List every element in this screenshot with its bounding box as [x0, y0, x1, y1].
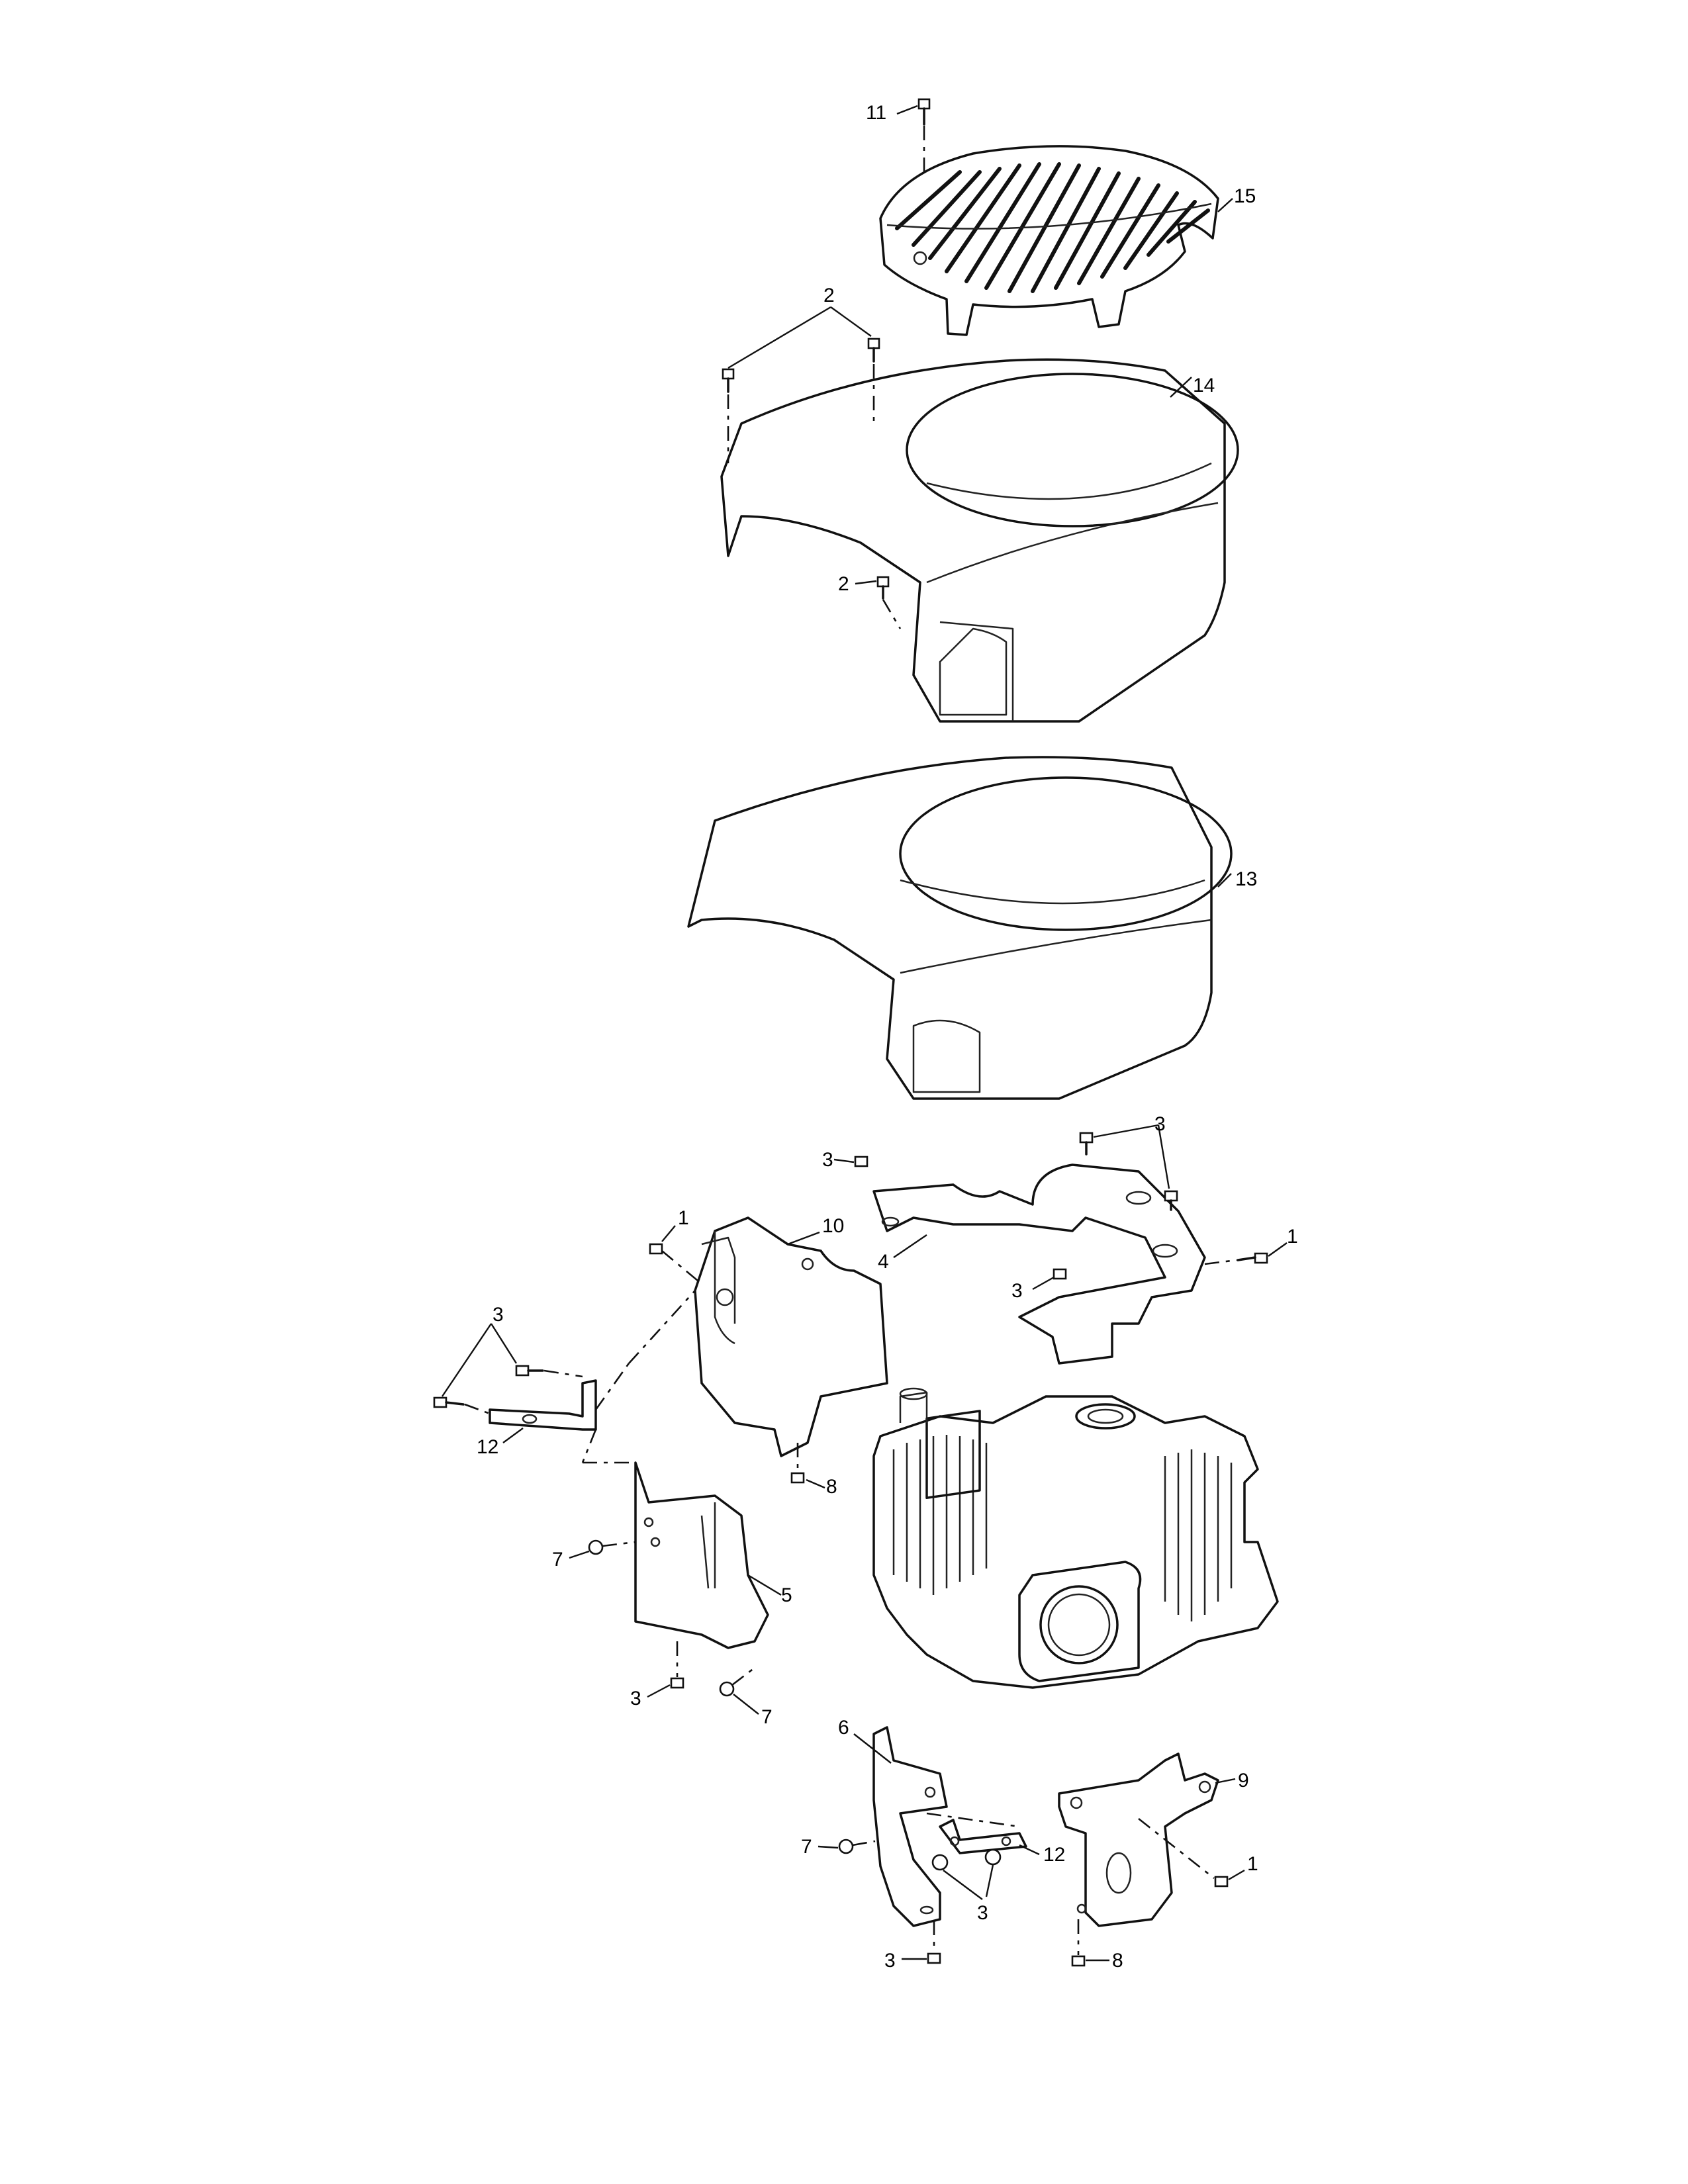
part-8-bolt-upper: [790, 1443, 825, 1489]
part-9-lower-right-shroud: [1058, 1752, 1245, 1967]
part-5-lower-shroud: [569, 1461, 782, 1715]
part-10-side-shroud: [649, 1216, 888, 1489]
part-14-blower-housing: [720, 306, 1239, 723]
callout-1-upper: 1: [678, 1207, 689, 1229]
callout-3-left: 3: [492, 1304, 504, 1326]
part-4-bracket: [833, 1124, 1288, 1365]
part-13-blower-housing: [687, 756, 1233, 1100]
part-3-bolts-left: [433, 1323, 583, 1415]
part-8-bolt-lower: [1071, 1919, 1109, 1967]
part-2-bolts: [722, 306, 902, 629]
callout-3-bracket-top: 3: [1154, 1113, 1166, 1135]
part-12-bracket-left: [433, 1290, 696, 1464]
part-1-bolt-lower: [1138, 1817, 1245, 1888]
part-12-bracket-lower: [931, 1819, 1040, 1900]
callout-7-lower: 7: [761, 1706, 773, 1728]
callout-4: 4: [878, 1251, 889, 1273]
callout-15: 15: [1234, 185, 1256, 207]
callout-3-bracket-bottom: 3: [1011, 1280, 1023, 1302]
callout-9: 9: [1238, 1770, 1249, 1792]
cylinder-fins-right: [1164, 1449, 1233, 1621]
part-1-bolt-left: [649, 1225, 702, 1285]
part-7-nut-lower: [719, 1666, 759, 1715]
part-6-lower-left-shroud: [818, 1726, 1020, 1964]
callout-6: 6: [838, 1717, 849, 1739]
callout-8-lower: 8: [1112, 1950, 1123, 1972]
callout-7-bottom: 7: [801, 1836, 812, 1858]
callout-2-top: 2: [823, 285, 835, 306]
callout-14: 14: [1193, 375, 1215, 396]
engine-block: [872, 1387, 1279, 1689]
callout-3-bottom-left: 3: [884, 1950, 896, 1972]
grille-fins: [895, 162, 1210, 293]
part-7-nut-lower-right: [818, 1839, 876, 1854]
callout-3-lower: 3: [630, 1688, 641, 1709]
callout-1-lower: 1: [1247, 1853, 1258, 1875]
callout-10: 10: [822, 1215, 844, 1237]
part-1-bolt-right: [1204, 1242, 1288, 1265]
callout-3-bracket-left: 3: [822, 1149, 833, 1171]
callout-8-upper: 8: [826, 1476, 837, 1498]
callout-12-lower: 12: [1043, 1844, 1065, 1866]
callout-1-right: 1: [1287, 1226, 1298, 1248]
callout-5: 5: [781, 1584, 792, 1606]
callout-7-left: 7: [552, 1549, 563, 1570]
part-3-bolt-lower: [647, 1641, 684, 1698]
cylinder-fins-left: [892, 1435, 988, 1595]
callout-13: 13: [1235, 868, 1257, 890]
callout-12-left: 12: [477, 1436, 498, 1458]
part-7-nut-left: [569, 1539, 636, 1559]
part-15-grille-cover: [879, 145, 1233, 336]
part-3-bolt-bottom: [902, 1921, 941, 1964]
callout-labels: 11 15 2 14 2 13 3 3 1 10 4 1 3 3 12 8 7 …: [477, 102, 1298, 1972]
part-11-screw: [896, 98, 931, 172]
part-3-bolts-upper: [833, 1124, 1178, 1291]
callout-11: 11: [866, 102, 886, 124]
callout-3-bottom-center: 3: [977, 1902, 988, 1924]
callout-2-side: 2: [838, 573, 849, 595]
